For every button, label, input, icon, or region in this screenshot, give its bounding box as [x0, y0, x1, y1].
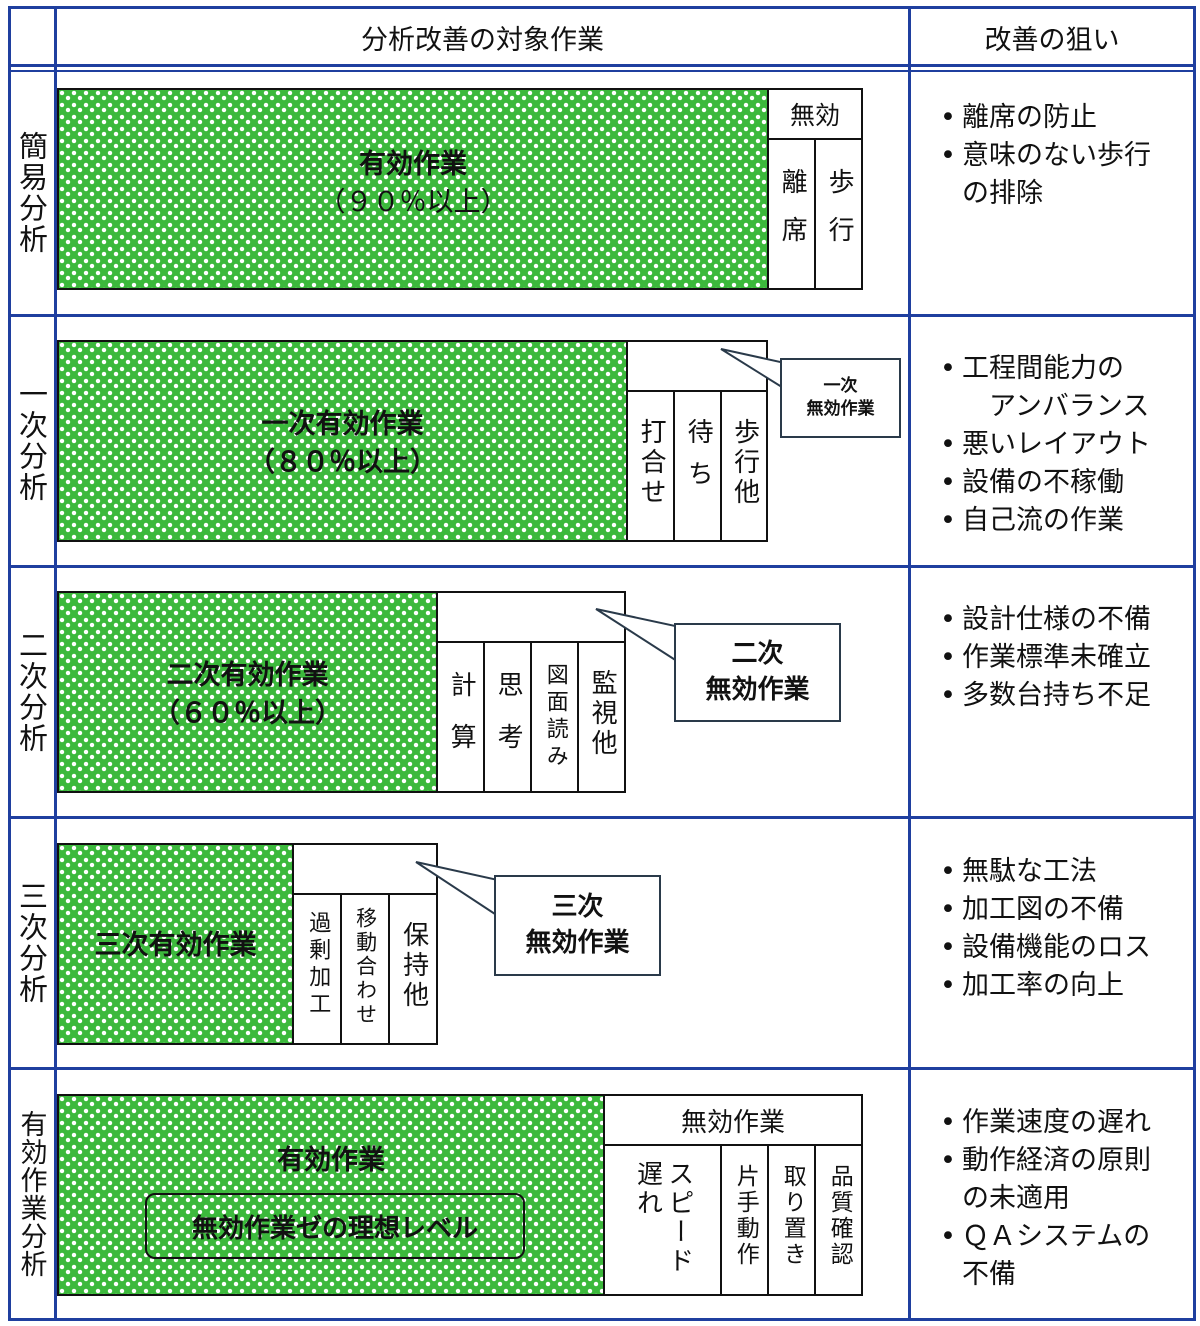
ineffective-cell: 思考 — [483, 641, 532, 793]
ineffective-cell: 図面読み — [530, 641, 579, 793]
aim-item-cont: アンバランス — [962, 391, 1150, 422]
aim-item: 設備機能のロス — [940, 929, 1151, 967]
aim-item: 意味のない歩行 — [940, 137, 1151, 175]
effective-work-label: 二次有効作業 — [166, 660, 329, 691]
ineffective-cell: 待ち — [673, 390, 722, 542]
ineffective-cell: スピード遅れ — [603, 1144, 722, 1296]
grid-top — [8, 6, 1196, 9]
aim-item: 加工図の不備 — [940, 891, 1151, 929]
aim-item: 工程間能力の — [940, 350, 1151, 388]
effective-work-label: 有効作業 — [277, 1145, 385, 1176]
aims-list: 設計仕様の不備 作業標準未確立 多数台持ち不足 — [940, 601, 1151, 715]
ineffective-cell: 歩行他 — [720, 390, 768, 542]
effective-work-block: 二次有効作業 （６０％以上） — [57, 591, 438, 793]
effective-work-label: 有効作業 — [359, 149, 467, 180]
aim-item-cont: の排除 — [962, 178, 1043, 209]
aims-list: 無駄な工法 加工図の不備 設備機能のロス 加工率の向上 — [940, 853, 1151, 1005]
effective-work-block: 一次有効作業 （８０％以上） — [57, 340, 628, 542]
ineffective-cell: 保持他 — [388, 893, 438, 1045]
aim-item: 作業速度の遅れ — [940, 1104, 1151, 1142]
aims-list: 工程間能力の アンバランス 悪いレイアウト 設備の不稼働 自己流の作業 — [940, 350, 1151, 540]
ineffective-cell: 品質確認 — [814, 1144, 863, 1296]
grid-bottom — [8, 1318, 1196, 1321]
ineffective-cell: 片手動作 — [720, 1144, 769, 1296]
aim-item-cont: 不備 — [962, 1259, 1016, 1290]
aim-item: 多数台持ち不足 — [940, 677, 1151, 715]
aim-item: 設計仕様の不備 — [940, 601, 1151, 639]
ineffective-title-box: 無効作業 — [603, 1094, 863, 1146]
aim-item: 無駄な工法 — [940, 853, 1151, 891]
ineffective-cell: 移動合わせ — [340, 893, 390, 1045]
ineffective-cell: 取り置き — [767, 1144, 816, 1296]
ineffective-cell: 過剰加工 — [292, 893, 342, 1045]
effective-work-block: 三次有効作業 — [57, 843, 294, 1045]
grid-left — [8, 6, 11, 1321]
row-label-effective: 有効作業分析 — [15, 1110, 47, 1278]
effective-work-block: 有効作業 （９０％以上） — [57, 88, 769, 290]
grid-header-sep2 — [8, 70, 1196, 72]
aims-list: 作業速度の遅れ 動作経済の原則 の未適用 ＱＡシステムの 不備 — [940, 1104, 1151, 1294]
effective-work-ratio: （８０％以上） — [248, 447, 437, 478]
aim-item: ＱＡシステムの — [940, 1218, 1151, 1256]
callout-pointer — [720, 348, 786, 391]
row-label-secondary: 二次分析 — [14, 630, 49, 754]
effective-work-ratio: （６０％以上） — [153, 698, 342, 729]
effective-work-block: 有効作業 無効作業ゼの理想レベル — [57, 1094, 605, 1296]
ineffective-cell: 離席 — [767, 138, 816, 290]
header-aim: 改善の狙い — [984, 25, 1120, 56]
ideal-level-box: 無効作業ゼの理想レベル — [145, 1193, 525, 1259]
grid-row1 — [8, 314, 1196, 317]
grid-row4 — [8, 1067, 1196, 1070]
aim-item: 加工率の向上 — [940, 967, 1151, 1005]
ineffective-cell: 計算 — [436, 641, 485, 793]
ineffective-cell: 打合せ — [626, 390, 675, 542]
grid-col1 — [54, 6, 57, 1321]
callout-secondary-ineffective: 二次無効作業 — [674, 623, 841, 722]
ineffective-cell: 歩行 — [814, 138, 863, 290]
grid-right — [1193, 6, 1196, 1321]
grid-col2 — [908, 6, 911, 1321]
aim-item: 動作経済の原則 — [940, 1142, 1151, 1180]
callout-tertiary-ineffective: 三次無効作業 — [494, 875, 661, 976]
aim-item: 悪いレイアウト — [940, 426, 1151, 464]
row-label-simple: 簡易分析 — [14, 131, 49, 255]
effective-work-label: 三次有効作業 — [94, 930, 257, 961]
aim-item-cont: の未適用 — [962, 1183, 1070, 1214]
header-target-work: 分析改善の対象作業 — [361, 25, 604, 56]
ineffective-cell: 監視他 — [577, 641, 626, 793]
effective-work-ratio: （９０％以上） — [318, 187, 508, 218]
row-label-tertiary: 三次分析 — [14, 881, 49, 1005]
effective-work-label: 一次有効作業 — [261, 409, 424, 440]
row-label-primary: 一次分析 — [14, 379, 49, 503]
grid-row2 — [8, 565, 1196, 568]
grid-header-sep — [8, 64, 1196, 67]
aim-item: 作業標準未確立 — [940, 639, 1151, 677]
callout-primary-ineffective: 一次無効作業 — [780, 358, 901, 438]
ineffective-title-box: 無効 — [767, 88, 863, 140]
aim-item: 設備の不稼働 — [940, 464, 1151, 502]
aims-list: 離席の防止 意味のない歩行 の排除 — [940, 99, 1151, 213]
callout-pointer — [415, 861, 499, 918]
aim-item: 自己流の作業 — [940, 502, 1151, 540]
aim-item: 離席の防止 — [940, 99, 1151, 137]
grid-row3 — [8, 816, 1196, 819]
